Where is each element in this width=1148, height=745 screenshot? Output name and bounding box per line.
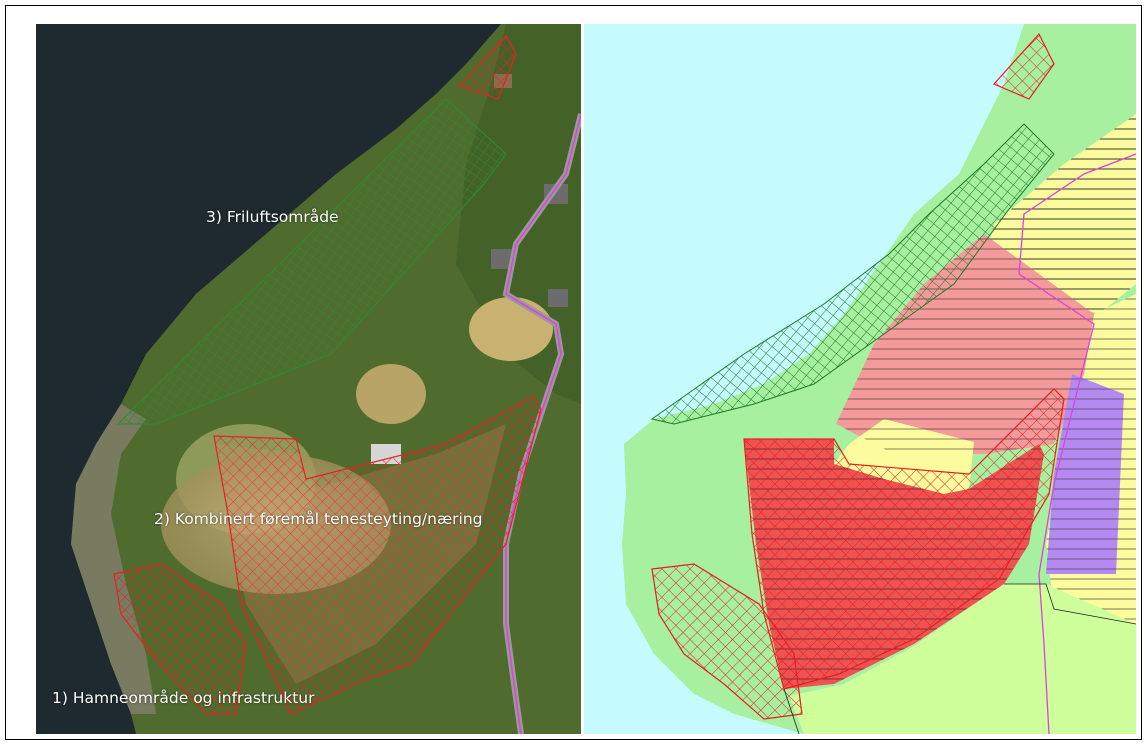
zone-3-overlay <box>116 98 507 425</box>
zoning-map <box>584 24 1136 734</box>
zone-2-overlay <box>213 395 542 715</box>
field-east <box>469 297 553 361</box>
plan-boundary <box>1004 583 1136 625</box>
plan-hatch-pink <box>836 234 1094 454</box>
plan-zone-1-overlay <box>651 563 803 720</box>
aerial-photo-panel: 3) Friluftsområde 2) Kombinert føremål t… <box>36 24 581 734</box>
label-hamneomrade: 1) Hamneområde og infrastruktur <box>52 689 315 707</box>
building <box>491 249 513 269</box>
plan-road-line <box>1018 153 1136 734</box>
zone-small-overlay <box>457 34 517 100</box>
label-friluftsomrade: 3) Friluftsområde <box>206 208 339 226</box>
label-kombinert-foremal: 2) Kombinert føremål tenesteyting/næring <box>154 510 483 528</box>
building <box>548 289 568 307</box>
plan-zone-3-overlay <box>650 123 1055 425</box>
plan-hatch-purple <box>1046 374 1124 574</box>
aerial-map <box>36 24 581 734</box>
figure-frame: 3) Friluftsområde 2) Kombinert føremål t… <box>5 5 1142 740</box>
road-boundary-line <box>505 113 581 734</box>
plan-zone-small-overlay <box>992 32 1055 100</box>
field-north <box>356 364 426 424</box>
rocky-shore <box>71 404 156 714</box>
zone-1-overlay <box>113 563 247 715</box>
plan-lightgreen-area <box>789 584 1136 734</box>
zoning-plan-panel <box>584 24 1136 734</box>
zone-2-tint <box>216 424 506 684</box>
plan-boundary <box>783 688 800 734</box>
